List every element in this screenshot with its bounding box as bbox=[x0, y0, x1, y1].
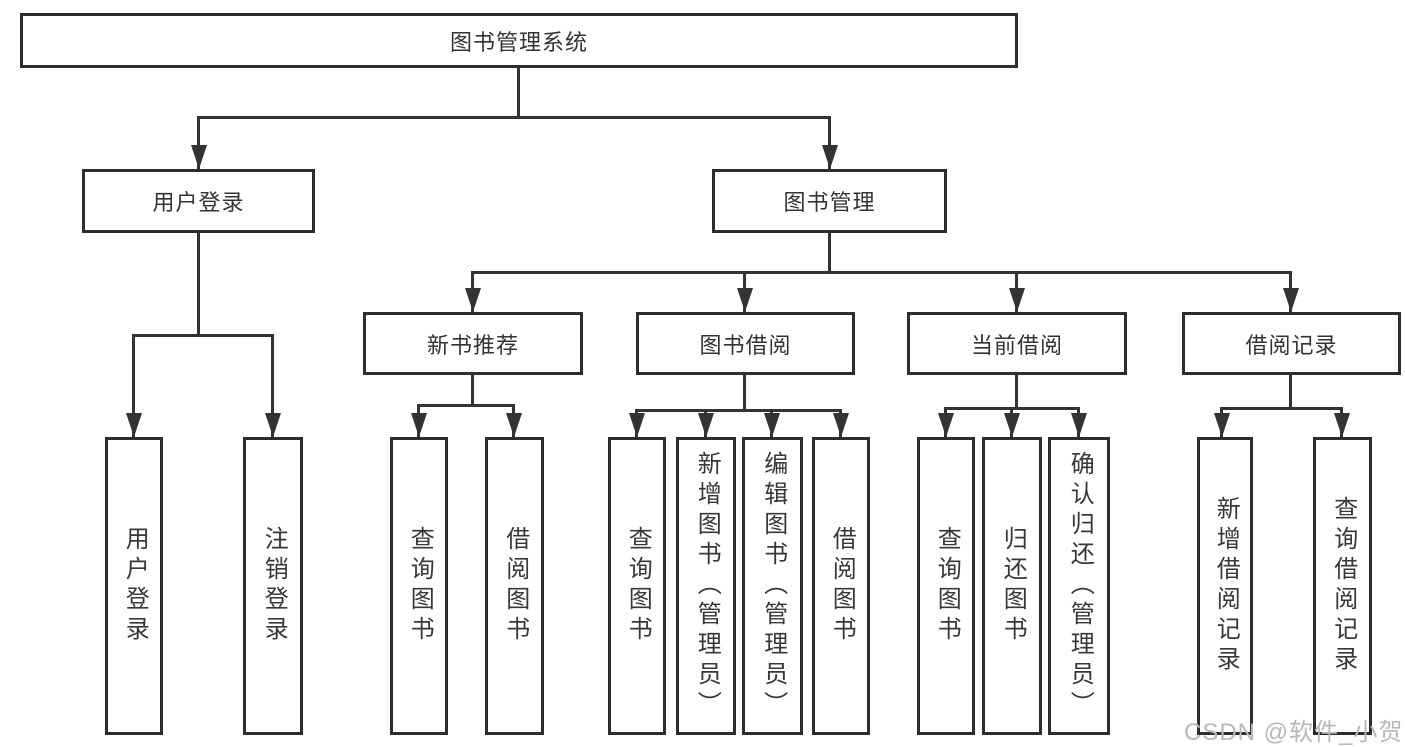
edge-bookmgmt-bus bbox=[471, 271, 1292, 274]
arrow-down-icon bbox=[1214, 413, 1230, 437]
edge-drop-user-login bbox=[197, 117, 200, 169]
arrow-down-icon bbox=[833, 413, 849, 437]
leaf-borrow-book-label: 借阅图书 bbox=[828, 526, 856, 646]
node-new-books: 新书推荐 bbox=[363, 312, 583, 375]
leaf-user-login-label: 用户登录 bbox=[121, 526, 149, 646]
leaf-current-return: 归还图书 bbox=[982, 437, 1042, 735]
edge-newbooks-bus bbox=[417, 404, 515, 407]
edge-newbooks-stem bbox=[471, 375, 474, 406]
node-book-mgmt: 图书管理 bbox=[712, 169, 947, 233]
arrow-down-icon bbox=[1283, 288, 1299, 312]
leaf-records-add-label: 新增借阅记录 bbox=[1212, 496, 1240, 676]
leaf-records-add: 新增借阅记录 bbox=[1197, 437, 1253, 735]
node-user-login: 用户登录 bbox=[82, 169, 315, 233]
arrow-down-icon bbox=[629, 413, 645, 437]
arrow-down-icon bbox=[822, 145, 838, 169]
leaf-newbooks-query: 查询图书 bbox=[390, 437, 448, 735]
csdn-watermark: CSDN @软件_小贺同学 bbox=[1184, 719, 1405, 746]
edge-root-stem bbox=[517, 68, 520, 118]
edge-records-stem bbox=[1289, 375, 1292, 409]
arrow-down-icon bbox=[764, 413, 780, 437]
leaf-newbooks-borrow: 借阅图书 bbox=[485, 437, 544, 735]
leaf-borrow-edit-admin: 编辑图书（管理员） bbox=[742, 437, 803, 735]
edge-bookmgmt-stem bbox=[828, 233, 831, 274]
leaf-current-return-label: 归还图书 bbox=[999, 526, 1027, 646]
leaf-borrow-add-admin-label: 新增图书（管理员） bbox=[693, 451, 721, 721]
node-new-books-label: 新书推荐 bbox=[426, 332, 519, 358]
leaf-borrow-query-label: 查询图书 bbox=[624, 526, 652, 646]
edge-drop-book-mgmt bbox=[828, 117, 831, 169]
edge-drop-leaf bbox=[271, 335, 274, 437]
node-book-borrow: 图书借阅 bbox=[636, 312, 855, 375]
edge-drop-leaf bbox=[132, 335, 135, 437]
leaf-current-query: 查询图书 bbox=[917, 437, 975, 735]
leaf-current-confirm-admin-label: 确认归还（管理员） bbox=[1066, 451, 1094, 721]
edge-bookborrow-stem bbox=[743, 375, 746, 411]
leaf-current-confirm-admin: 确认归还（管理员） bbox=[1048, 437, 1110, 735]
arrow-down-icon bbox=[1004, 413, 1020, 437]
edge-root-bus bbox=[197, 116, 831, 119]
leaf-borrow-add-admin: 新增图书（管理员） bbox=[676, 437, 736, 735]
arrow-down-icon bbox=[1334, 413, 1350, 437]
leaf-current-query-label: 查询图书 bbox=[933, 526, 961, 646]
node-borrow-records: 借阅记录 bbox=[1182, 312, 1401, 375]
leaf-newbooks-query-label: 查询图书 bbox=[406, 526, 434, 646]
node-user-login-label: 用户登录 bbox=[152, 190, 245, 215]
edge-bookborrow-bus bbox=[635, 409, 842, 412]
arrow-down-icon bbox=[411, 413, 427, 437]
node-current-borrow: 当前借阅 bbox=[907, 312, 1127, 375]
node-current-borrow-label: 当前借阅 bbox=[970, 332, 1063, 358]
arrow-down-icon bbox=[191, 145, 207, 169]
node-book-borrow-label: 图书借阅 bbox=[699, 332, 792, 358]
leaf-borrow-book: 借阅图书 bbox=[812, 437, 870, 735]
node-root: 图书管理系统 bbox=[20, 13, 1018, 68]
edge-userlogin-bus bbox=[132, 334, 274, 337]
arrow-down-icon bbox=[1009, 288, 1025, 312]
node-book-mgmt-label: 图书管理 bbox=[783, 190, 876, 215]
arrow-down-icon bbox=[737, 288, 753, 312]
leaf-newbooks-borrow-label: 借阅图书 bbox=[501, 526, 529, 646]
leaf-logout: 注销登录 bbox=[243, 437, 303, 735]
edge-currentborrow-stem bbox=[1015, 375, 1018, 409]
arrow-down-icon bbox=[265, 413, 281, 437]
leaf-borrow-edit-admin-label: 编辑图书（管理员） bbox=[759, 451, 787, 721]
arrow-down-icon bbox=[1071, 413, 1087, 437]
arrow-down-icon bbox=[506, 413, 522, 437]
leaf-records-query: 查询借阅记录 bbox=[1313, 437, 1372, 735]
leaf-records-query-label: 查询借阅记录 bbox=[1329, 496, 1357, 676]
arrow-down-icon bbox=[126, 413, 142, 437]
leaf-borrow-query: 查询图书 bbox=[608, 437, 666, 735]
leaf-logout-label: 注销登录 bbox=[260, 526, 288, 646]
arrow-down-icon bbox=[698, 413, 714, 437]
arrow-down-icon bbox=[938, 413, 954, 437]
node-borrow-records-label: 借阅记录 bbox=[1245, 332, 1338, 358]
edge-records-bus bbox=[1220, 407, 1343, 410]
leaf-user-login: 用户登录 bbox=[105, 437, 163, 735]
edge-userlogin-stem bbox=[197, 233, 200, 336]
node-root-label: 图书管理系统 bbox=[449, 29, 588, 55]
arrow-down-icon bbox=[465, 288, 481, 312]
